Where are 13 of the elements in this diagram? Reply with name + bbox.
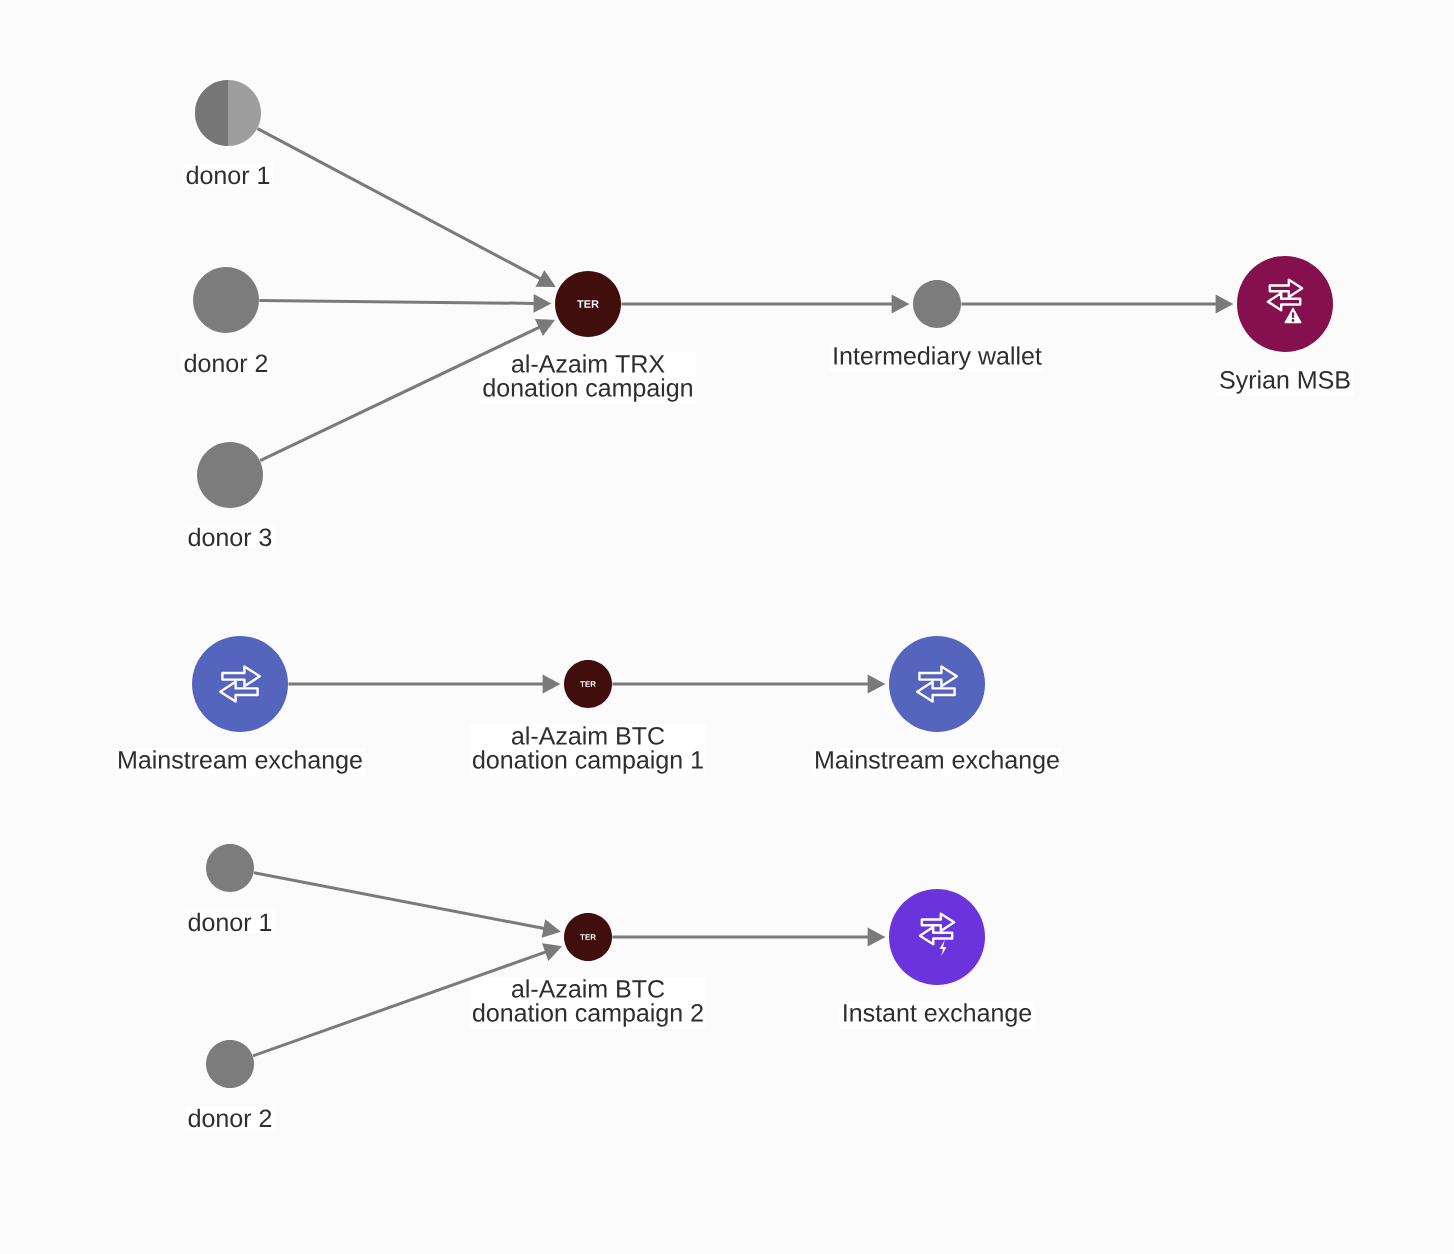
node-label: donor 2 (181, 351, 271, 375)
node-label: Mainstream exchange (811, 747, 1063, 777)
node-label: Syrian MSB (1216, 367, 1354, 397)
node-label: Intermediary wallet (829, 343, 1045, 373)
node-label: donor 1 (185, 910, 275, 934)
node-label: al-Azaim BTC donation campaign 1 (469, 723, 707, 777)
node-label: donor 3 (185, 525, 275, 549)
node-label: donor 1 (183, 163, 273, 187)
node-label: al-Azaim BTC donation campaign 2 (469, 976, 707, 1030)
node-label: al-Azaim TRX donation campaign (480, 351, 697, 405)
node-label: Mainstream exchange (114, 747, 366, 777)
node-label: Instant exchange (839, 1000, 1035, 1030)
node-label: donor 2 (185, 1106, 275, 1130)
